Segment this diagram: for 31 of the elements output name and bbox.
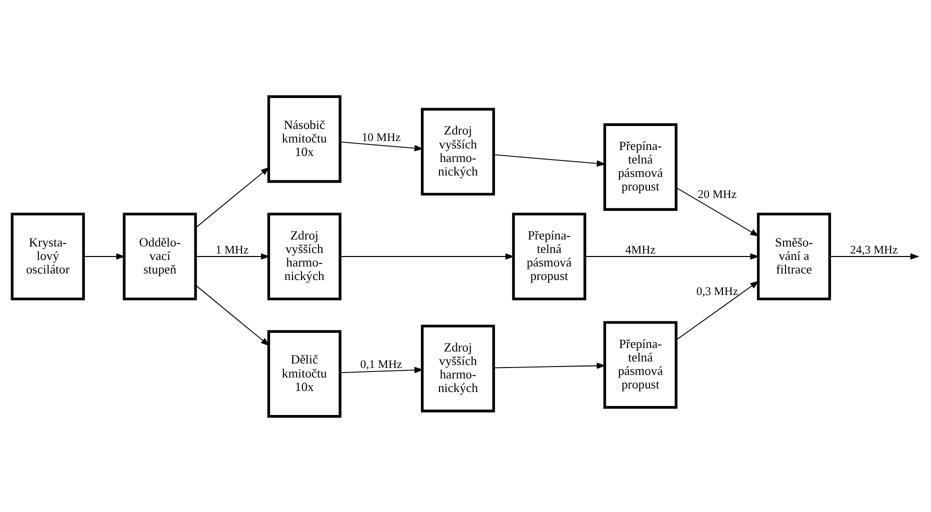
node-box: Zdroj vyšších harmo- nických bbox=[420, 107, 495, 196]
arrow bbox=[676, 280, 760, 340]
arrow bbox=[493, 362, 606, 368]
arrow bbox=[829, 252, 920, 260]
edge-label: 1 MHz bbox=[216, 242, 249, 256]
node-box: Přepína- telná pásmová propust bbox=[512, 212, 586, 300]
edge-label: 0,1 MHz bbox=[360, 357, 402, 370]
node-box: Zdroj vyšších harmo- nických bbox=[420, 324, 495, 412]
edge-label: 10 MHz bbox=[362, 130, 401, 144]
arrow bbox=[340, 366, 424, 373]
arrow bbox=[340, 141, 424, 151]
arrow bbox=[195, 284, 270, 346]
node-box: Zdroj vyšších harmo- nických bbox=[267, 212, 342, 300]
edge-label: 4MHz bbox=[625, 242, 656, 256]
node-box: Krysta- lový oscilátor bbox=[10, 212, 85, 300]
arrow bbox=[493, 154, 606, 166]
edge-label: 0,3 MHz bbox=[696, 284, 738, 298]
arrow bbox=[584, 252, 760, 260]
node-box: Přepína- telná pásmová propust bbox=[603, 320, 678, 408]
arrow bbox=[340, 252, 514, 260]
edge-label: 24,3 MHz bbox=[850, 242, 898, 256]
arrow bbox=[195, 252, 270, 260]
node-box: Směšo- vání a filtrace bbox=[756, 212, 832, 300]
node-box: Dělič kmitočtu 10x bbox=[267, 330, 342, 418]
node-box: Oddělo- vací stupeň bbox=[122, 212, 197, 300]
arrow bbox=[83, 252, 126, 260]
node-box: Přepína- telná pásmová propust bbox=[603, 122, 678, 210]
arrow bbox=[195, 166, 270, 228]
edge-label: 20 MHz bbox=[698, 188, 737, 201]
arrow bbox=[676, 186, 760, 236]
node-box: Násobič kmitočtu 10x bbox=[267, 94, 342, 182]
